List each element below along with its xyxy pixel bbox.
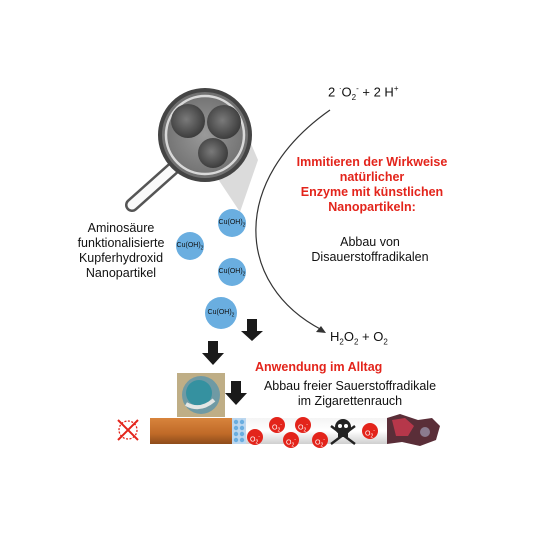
- radical: O2-: [283, 432, 299, 449]
- application-title: Anwendung im Alltag: [255, 360, 383, 374]
- headline-line-1: Immitieren der Wirkweise: [296, 155, 448, 169]
- radical: O2-: [312, 432, 328, 449]
- radical: O2-: [247, 429, 263, 446]
- process-line-2: Disauerstoffradikalen: [311, 250, 429, 264]
- crossed-radical-icon: [117, 419, 139, 441]
- lens-particle: [171, 104, 205, 138]
- reaction-top: 2 ·O2- + 2 H+: [328, 84, 399, 102]
- nanoparticle: Cu(OH)2: [176, 232, 204, 260]
- nanoparticle-label: Cu(OH): [218, 219, 243, 226]
- label-line-4: Nanopartikel: [85, 266, 157, 280]
- sample-photo: [177, 373, 225, 417]
- process-line-1: Abbau von: [340, 235, 400, 249]
- nanoparticle-label: Cu(OH): [218, 268, 243, 275]
- skull-icon: [330, 419, 356, 445]
- nanoparticle-label: Cu(OH): [176, 242, 201, 249]
- process-description: Abbau von Disauerstoffradikalen: [290, 235, 450, 265]
- radical: O2-: [295, 417, 311, 434]
- label-line-1: Aminosäure: [87, 221, 155, 235]
- label-line-2: funktionalisierte: [77, 236, 165, 250]
- nanoparticle: Cu(OH)2: [205, 297, 237, 329]
- reaction-arc: [255, 109, 331, 331]
- nanoparticle-label: Cu(OH): [207, 309, 232, 316]
- application-line-1: Abbau freier Sauerstoffradikale: [263, 379, 437, 393]
- headline-line-3: Enzyme mit künstlichen: [300, 185, 444, 199]
- application-line-2: im Zigarettenrauch: [297, 394, 403, 408]
- radical: O2-: [269, 417, 285, 434]
- nanoparticle: Cu(OH)2: [218, 258, 246, 286]
- radical: O2-: [362, 423, 378, 440]
- down-arrow-icon: [202, 319, 263, 405]
- label-line-3: Kupferhydroxid: [78, 251, 164, 265]
- magnifier-icon: [125, 88, 252, 212]
- headline-line-2: natürlicher: [339, 170, 405, 184]
- headline: Immitieren der Wirkweise natürlicher Enz…: [272, 155, 472, 215]
- lens-particle: [207, 105, 241, 139]
- arc-arrowhead: [316, 326, 326, 333]
- nanoparticle: Cu(OH)2: [218, 209, 246, 237]
- reaction-bottom: H2O2 + O2: [330, 329, 388, 347]
- headline-line-4: Nanopartikeln:: [328, 200, 416, 214]
- lens-particle: [198, 138, 228, 168]
- application-description: Abbau freier Sauerstoffradikale im Zigar…: [250, 379, 450, 409]
- nanoparticle-label: Aminosäure funktionalisierte Kupferhydro…: [62, 221, 180, 281]
